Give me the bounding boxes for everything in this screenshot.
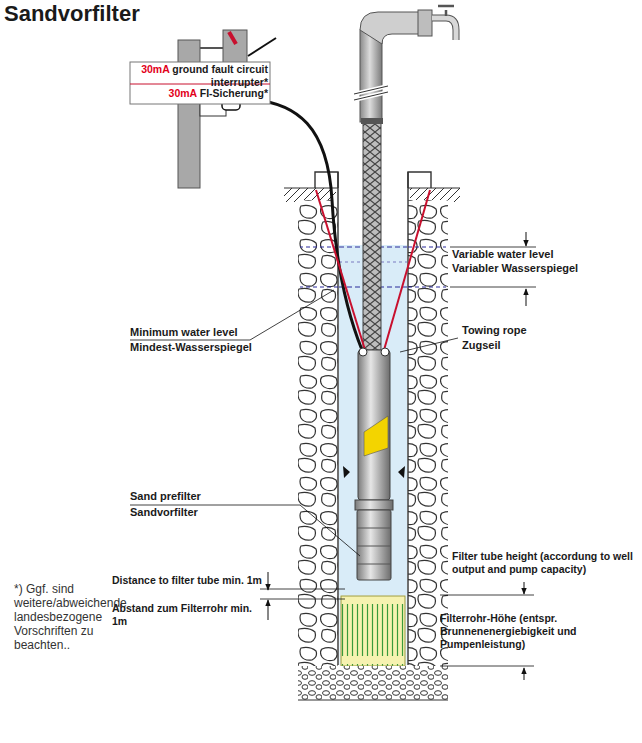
distance-label: Distance to filter tube min. 1m — [112, 574, 262, 587]
prefilter-label: Sandvorfilter — [130, 506, 198, 519]
rope-label: Zugseil — [462, 339, 501, 352]
gfci-label: 30mA FI-Sicherung* — [132, 87, 268, 100]
distance-label: Abstand zum Filterrohr min. 1m — [112, 602, 262, 628]
footnote: *) Ggf. sind weitere/abweichende landesb… — [14, 582, 106, 652]
prefilter-label: Sand prefilter — [130, 490, 201, 503]
title: Sandvorfilter — [4, 2, 140, 26]
filter-height-label: Filterrohr-Höhe (entspr. Brunnenenergieb… — [440, 612, 636, 651]
min-level-label: Mindest-Wasserspiegel — [130, 341, 252, 354]
min-level-label: Minimum water level — [130, 326, 238, 339]
water-level-label: Variabler Wasserspiegel — [452, 262, 578, 275]
rope-label: Towing rope — [462, 324, 527, 337]
filter-height-label: Filter tube height (accordung to well ou… — [452, 550, 637, 576]
gfci-label: 30mA ground fault circuit interrupter* — [132, 63, 268, 89]
water-level-label: Variable water level — [452, 248, 554, 261]
